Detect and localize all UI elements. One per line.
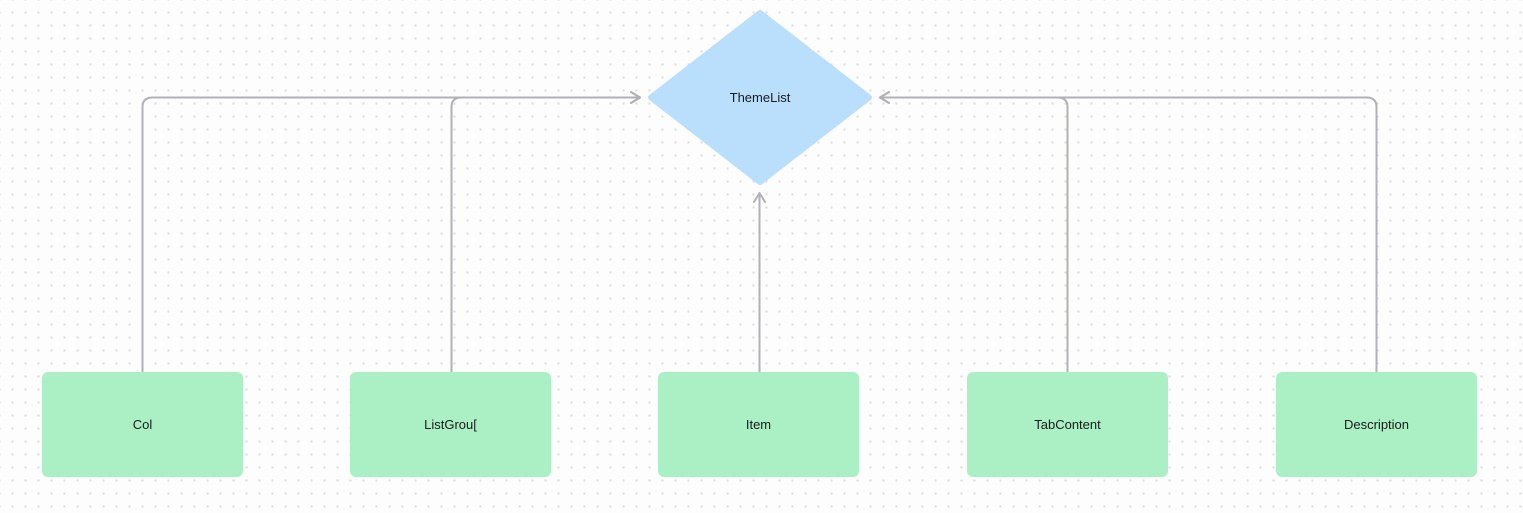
node-tabcontent-label: TabContent (1034, 417, 1101, 432)
node-themelist[interactable]: ThemeList (648, 10, 872, 185)
node-item-label: Item (745, 417, 772, 432)
edge-tabcontent-to-themelist[interactable] (879, 91, 1069, 373)
node-item[interactable]: Item (658, 372, 859, 477)
node-col-label: Col (132, 417, 153, 432)
node-description-label: Description (1343, 417, 1410, 432)
node-listgrou-label: ListGrou[ (424, 417, 477, 432)
diamond-shape (648, 10, 872, 185)
edge-description-to-themelist[interactable] (879, 91, 1378, 373)
node-col[interactable]: Col (42, 372, 243, 477)
node-themelist-label: ThemeList (729, 90, 791, 105)
node-tabcontent[interactable]: TabContent (967, 372, 1168, 477)
edge-listgrou-to-themelist[interactable] (450, 91, 641, 373)
node-description[interactable]: Description (1276, 372, 1477, 477)
edge-col-to-themelist[interactable] (141, 91, 641, 373)
node-listgrou[interactable]: ListGrou[ (350, 372, 551, 477)
